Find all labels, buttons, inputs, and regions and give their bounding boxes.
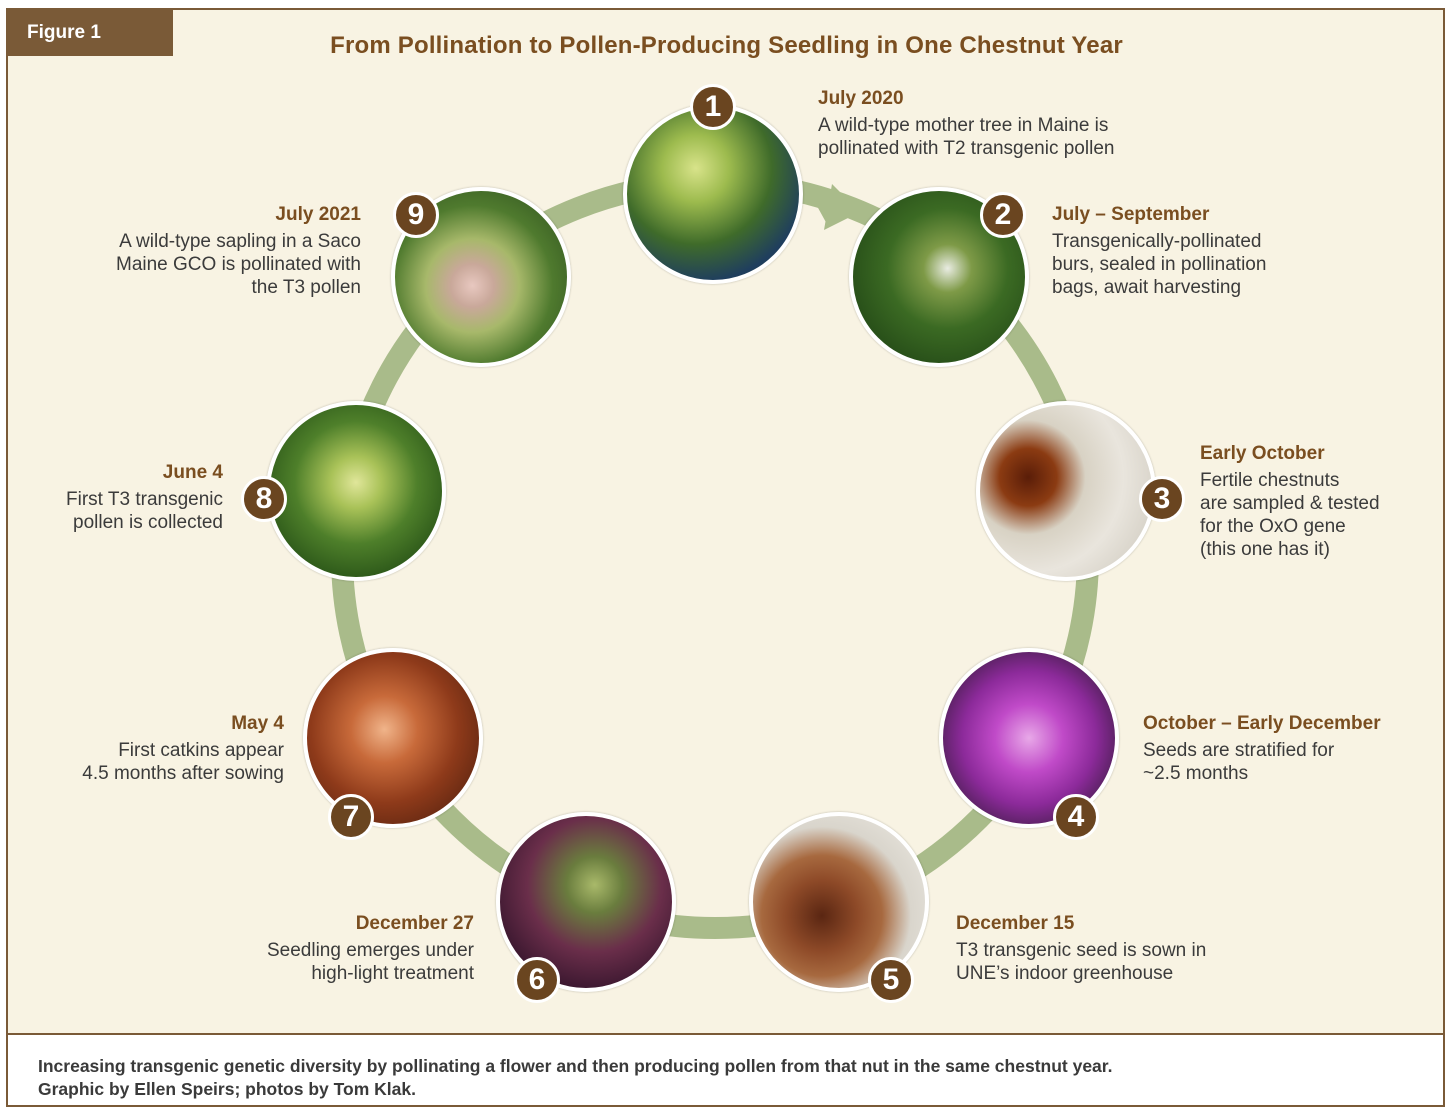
step-badge-8: 8 xyxy=(241,476,287,522)
photo-step-3 xyxy=(976,401,1156,581)
step-badge-1: 1 xyxy=(690,84,736,130)
step-caption-2: July – September Transgenically-pollinat… xyxy=(1052,203,1266,299)
step-desc-6: Seedling emerges under high-light treatm… xyxy=(267,939,474,985)
step-desc-3: Fertile chestnuts are sampled & tested f… xyxy=(1200,469,1380,561)
step-date-1: July 2020 xyxy=(818,87,1114,110)
step-date-2: July – September xyxy=(1052,203,1266,226)
step-caption-3: Early October Fertile chestnuts are samp… xyxy=(1200,442,1380,561)
step-caption-5: December 15 T3 transgenic seed is sown i… xyxy=(956,912,1206,985)
photo-step-7 xyxy=(303,648,483,828)
step-desc-1: A wild-type mother tree in Maine is poll… xyxy=(818,114,1114,160)
step-caption-6: December 27 Seedling emerges under high-… xyxy=(267,912,474,985)
step-caption-7: May 4 First catkins appear 4.5 months af… xyxy=(82,712,284,785)
step-date-7: May 4 xyxy=(82,712,284,735)
step-desc-4: Seeds are stratified for ~2.5 months xyxy=(1143,739,1381,785)
photo-credit: Graphic by Ellen Speirs; photos by Tom K… xyxy=(38,1078,1113,1101)
step-desc-2: Transgenically-pollinated burs, sealed i… xyxy=(1052,230,1266,299)
step-desc-9: A wild-type sapling in a Saco Maine GCO … xyxy=(116,230,361,299)
caption-text: Increasing transgenic genetic diversity … xyxy=(38,1055,1113,1078)
step-caption-9: July 2021 A wild-type sapling in a Saco … xyxy=(116,203,361,299)
step-date-9: July 2021 xyxy=(116,203,361,226)
step-caption-8: June 4 First T3 transgenic pollen is col… xyxy=(66,461,223,534)
photo-step-8 xyxy=(266,401,446,581)
step-caption-1: July 2020 A wild-type mother tree in Mai… xyxy=(818,87,1114,160)
step-desc-5: T3 transgenic seed is sown in UNE’s indo… xyxy=(956,939,1206,985)
step-date-6: December 27 xyxy=(267,912,474,935)
figure-caption: Increasing transgenic genetic diversity … xyxy=(38,1055,1113,1101)
step-date-4: October – Early December xyxy=(1143,712,1381,735)
step-badge-9: 9 xyxy=(393,192,439,238)
photo-step-1 xyxy=(623,104,803,284)
step-badge-7: 7 xyxy=(328,794,374,840)
step-desc-8: First T3 transgenic pollen is collected xyxy=(66,488,223,534)
step-date-8: June 4 xyxy=(66,461,223,484)
step-badge-3: 3 xyxy=(1139,476,1185,522)
step-badge-6: 6 xyxy=(514,957,560,1003)
step-desc-7: First catkins appear 4.5 months after so… xyxy=(82,739,284,785)
step-badge-2: 2 xyxy=(980,192,1026,238)
step-date-5: December 15 xyxy=(956,912,1206,935)
step-date-3: Early October xyxy=(1200,442,1380,465)
step-badge-4: 4 xyxy=(1053,794,1099,840)
step-caption-4: October – Early December Seeds are strat… xyxy=(1143,712,1381,785)
step-badge-5: 5 xyxy=(868,957,914,1003)
